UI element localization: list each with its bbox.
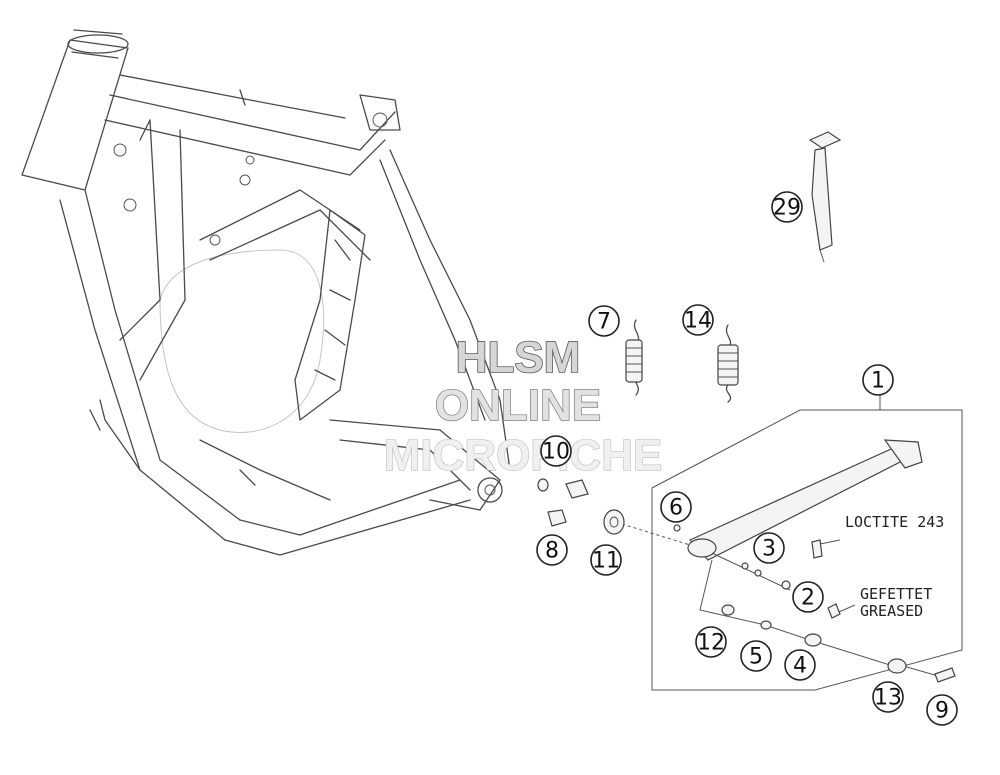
callout-13: 13 (872, 681, 904, 713)
callout-1: 1 (862, 364, 894, 396)
motorcycle-frame (21, 29, 511, 556)
watermark-line-3: MICROFICHE (384, 431, 663, 480)
side-stand-assembly (621, 395, 963, 691)
callout-8: 8 (536, 534, 568, 566)
spring-14 (717, 324, 739, 403)
callout-11: 11 (590, 544, 622, 576)
callout-7: 7 (588, 305, 620, 337)
note-loctite: LOCTITE 243 (845, 513, 944, 531)
callout-6: 6 (660, 491, 692, 523)
watermark-line-2: ONLINE (435, 381, 601, 430)
svg-text:9: 9 (935, 699, 949, 724)
callout-5: 5 (740, 640, 772, 672)
svg-text:7: 7 (597, 310, 611, 335)
svg-text:3: 3 (762, 537, 776, 562)
callout-14: 14 (682, 304, 714, 336)
svg-text:4: 4 (793, 654, 807, 679)
svg-text:8: 8 (545, 539, 559, 564)
callout-2: 2 (792, 581, 824, 613)
svg-text:11: 11 (592, 549, 620, 574)
watermark: HLSM ONLINE MICROFICHE (383, 332, 663, 480)
note-greased: GREASED (860, 602, 923, 620)
svg-text:2: 2 (801, 586, 815, 611)
callout-4: 4 (784, 649, 816, 681)
svg-text:6: 6 (669, 496, 683, 521)
assembly-notes: LOCTITE 243 GEFETTET GREASED (845, 513, 944, 620)
callout-29: 29 (771, 191, 803, 223)
small-hardware-8-10-11 (537, 478, 681, 535)
svg-text:5: 5 (749, 645, 763, 670)
callout-12: 12 (695, 626, 727, 658)
part-29-stand-tool (808, 131, 842, 263)
callout-10: 10 (540, 435, 572, 467)
callout-3: 3 (753, 532, 785, 564)
svg-text:29: 29 (773, 196, 801, 221)
callout-9: 9 (926, 694, 958, 726)
svg-text:14: 14 (684, 309, 712, 334)
watermark-line-1: HLSM (456, 333, 581, 382)
svg-text:13: 13 (874, 686, 902, 711)
note-gefettet: GEFETTET (860, 585, 932, 603)
svg-text:12: 12 (697, 631, 725, 656)
svg-text:10: 10 (542, 440, 570, 465)
svg-text:1: 1 (871, 369, 885, 394)
spring-7 (625, 319, 643, 396)
